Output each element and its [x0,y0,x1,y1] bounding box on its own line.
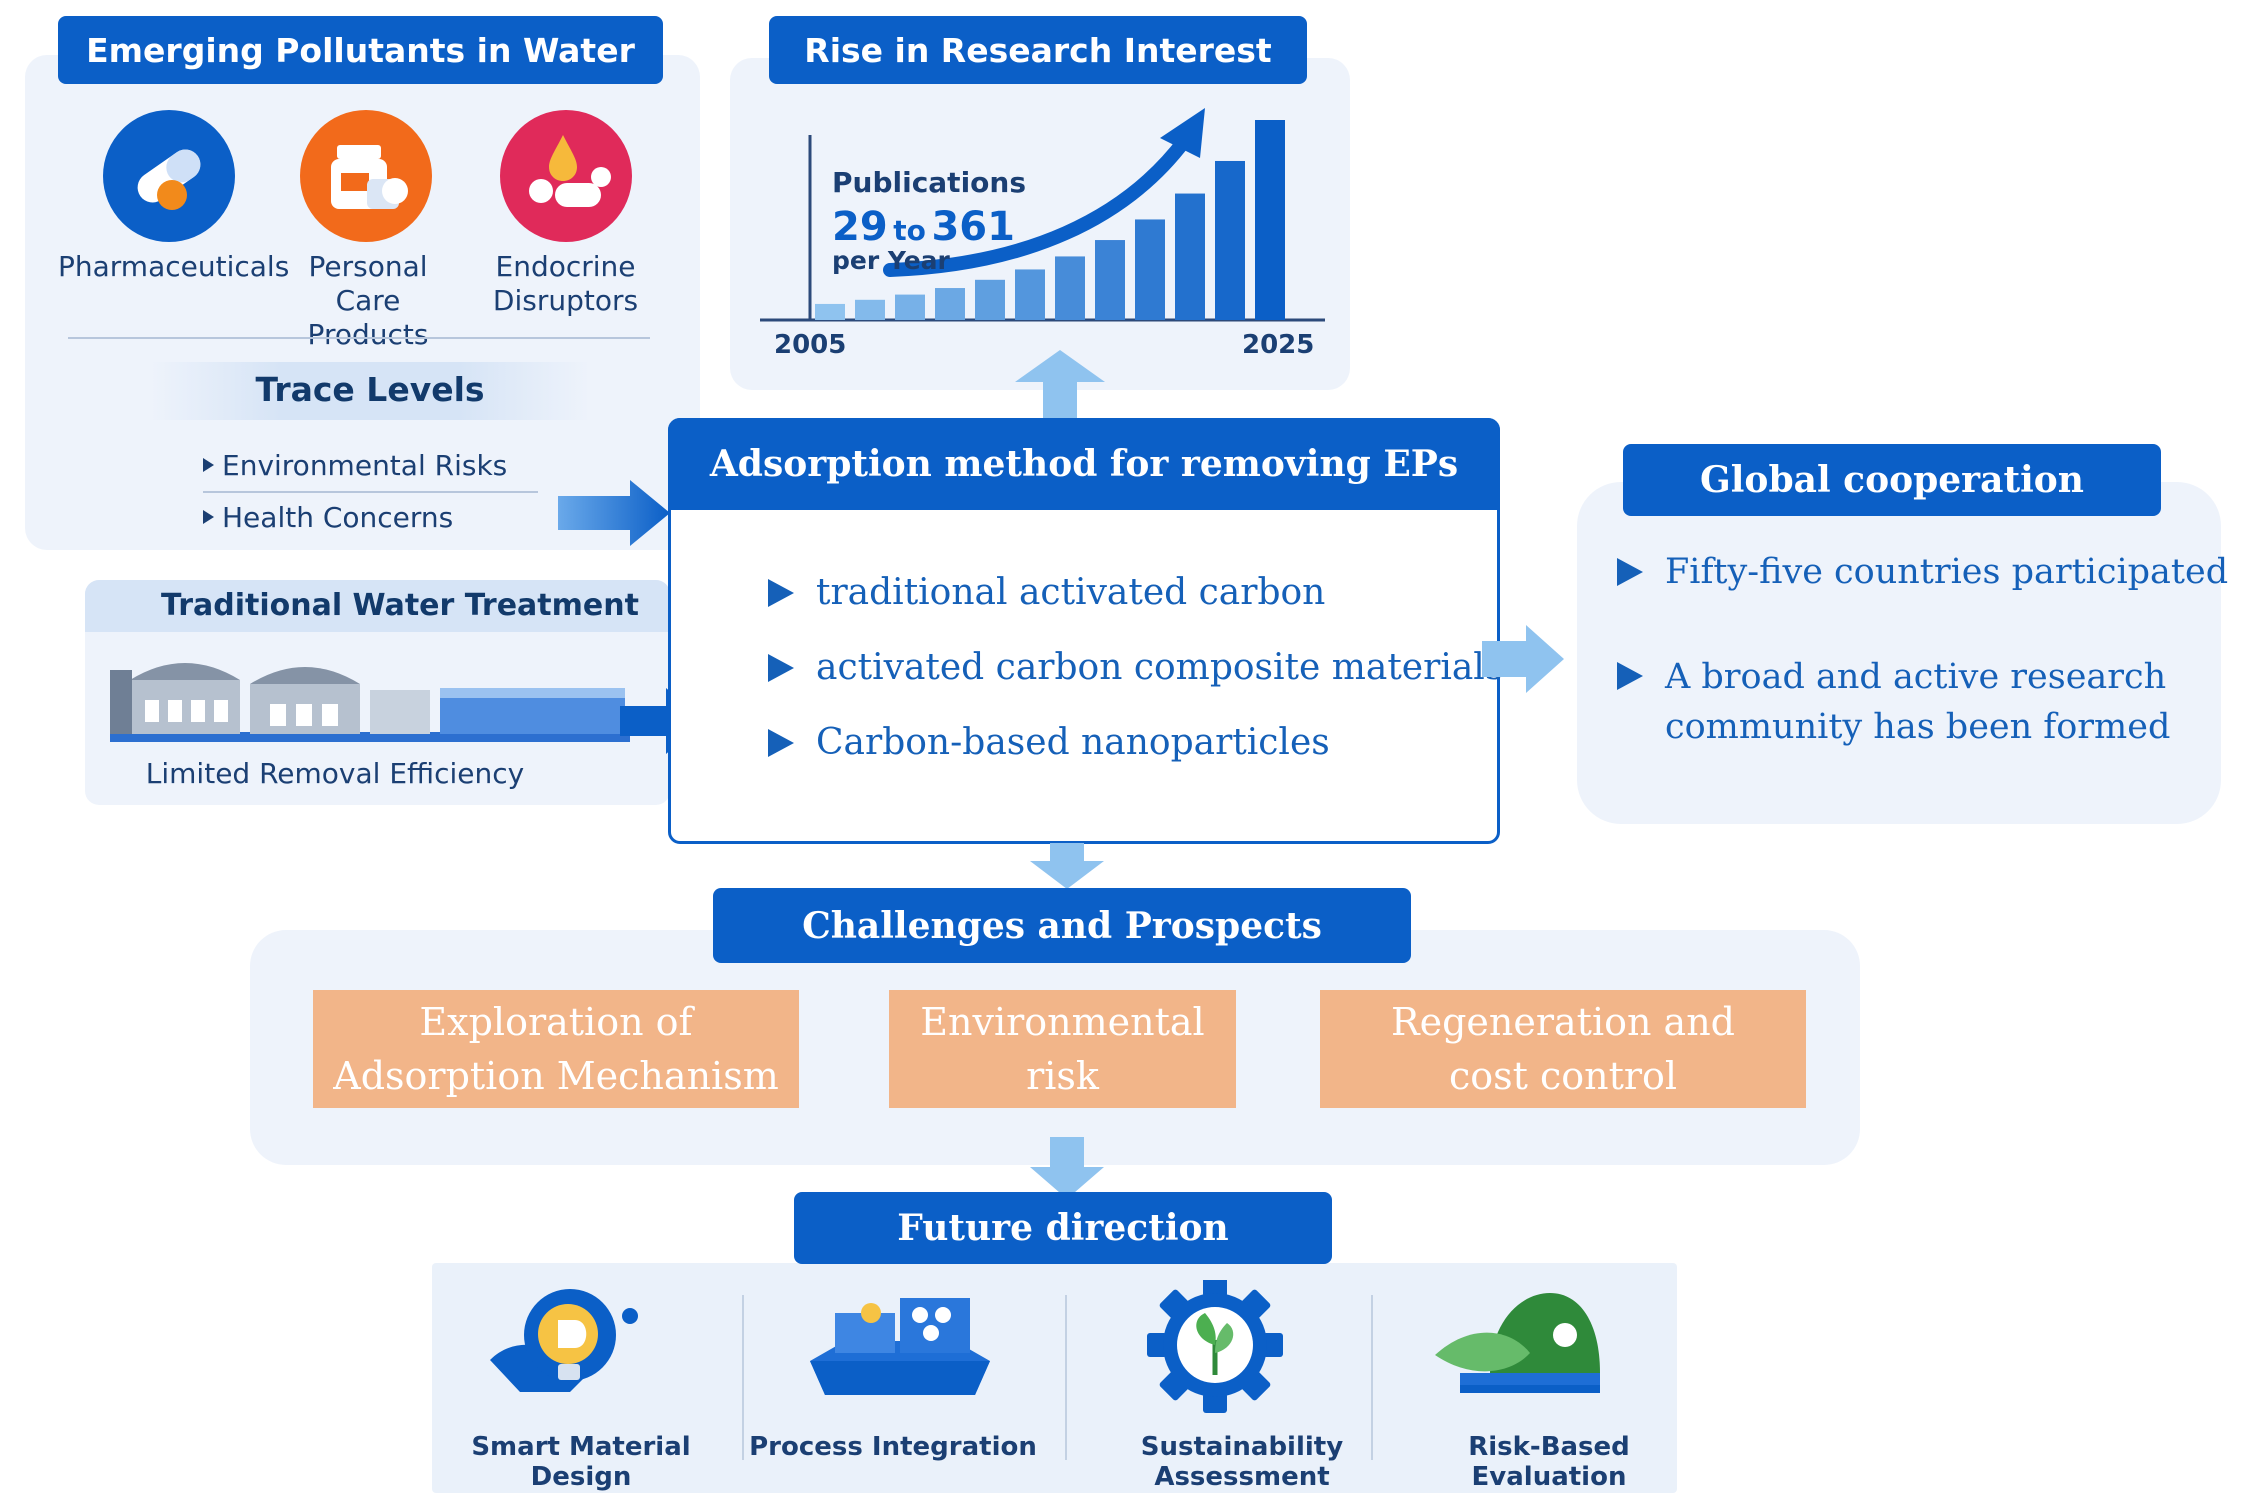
arrow-up-to-research [1015,350,1105,420]
arrow-down-to-future [1030,1137,1104,1199]
publication-bar [1015,269,1045,320]
publication-bar [1175,193,1205,320]
adsorption-item-label: Carbon-based nanoparticles [816,722,1330,763]
bullet-icon [203,510,214,524]
per-year-label: per Year [832,246,950,275]
global-item-1: Fifty-five countries participated [1617,552,2228,592]
gear-leaf-icon [1140,1277,1290,1415]
challenge-card-regeneration: Regeneration and cost control [1320,990,1806,1108]
droplet-pills-icon [497,107,635,245]
adsorption-item-label: activated carbon composite materials [816,647,1504,688]
global-panel [1577,482,2221,824]
publication-bar [855,299,885,320]
challenge-card-environmental: Environmental risk [889,990,1236,1108]
trace-item-label: Environmental Risks [222,448,508,482]
trace-divider [203,491,538,493]
adsorption-item-label: traditional activated carbon [816,572,1326,613]
publication-bar [1095,240,1125,320]
adsorption-item-3: Carbon-based nanoparticles [768,722,1330,763]
publication-bar [1215,160,1245,320]
process-equipment-icon [805,1283,995,1408]
publication-bar [975,279,1005,320]
trend-arrow-line [883,133,1192,277]
bullet-icon [768,578,794,607]
publications-range: 29 to 361 [832,204,1015,250]
bullet-icon [768,653,794,682]
range-to-word: to [893,214,926,247]
future-label-smart-material: Smart Material Design [471,1432,691,1492]
year-end-label: 2025 [1242,330,1315,360]
future-label-risk-based: Risk-Based Evaluation [1468,1432,1630,1492]
treatment-plant-illustration [110,650,630,745]
future-divider-1 [742,1295,744,1460]
research-panel [730,58,1350,390]
publication-bar [935,288,965,320]
pollutant-label-personal-care: Personal Care Products [307,250,429,351]
pollutants-divider [68,337,650,339]
range-from: 29 [832,204,888,250]
trace-item-health: Health Concerns [203,500,453,534]
publication-bar [1135,219,1165,320]
adsorption-item-2: activated carbon composite materials [768,647,1503,688]
publication-bar [1255,120,1285,320]
publications-label: Publications [832,166,1027,199]
pollutants-title: Emerging Pollutants in Water [58,16,663,84]
arrow-down-to-challenges [1030,843,1104,889]
arrow-to-global [1482,625,1564,693]
treatment-title: Traditional Water Treatment [161,588,639,623]
adsorption-title: Adsorption method for removing EPs [668,418,1500,510]
arrow-from-pollutants [558,480,670,546]
global-item-label: A broad and active research community ha… [1665,657,2171,747]
global-item-2: A broad and active research community ha… [1617,652,2185,752]
bullet-icon [1617,558,1643,586]
global-item-label: Fifty-five countries participated [1665,552,2229,592]
pollutant-label-pharmaceuticals: Pharmaceuticals [58,250,290,283]
treatment-caption: Limited Removal Efficiency [145,757,525,790]
future-label-process-integration: Process Integration [749,1432,1037,1462]
range-to: 361 [931,204,1015,250]
bullet-icon [768,728,794,757]
bullet-icon [1617,662,1643,690]
treatment-title-bar [85,580,670,632]
future-label-sustainability: Sustainability Assessment [1140,1432,1344,1492]
trace-item-label: Health Concerns [222,500,454,534]
leaf-shield-icon [1430,1283,1605,1408]
publication-bar [815,303,845,320]
adsorption-item-1: traditional activated carbon [768,572,1325,613]
lightbulb-hand-icon [480,1280,650,1410]
challenge-card-mechanism: Exploration of Adsorption Mechanism [313,990,799,1108]
trace-item-environmental: Environmental Risks [203,448,507,482]
pollutant-label-endocrine: Endocrine Disruptors [492,250,639,317]
challenges-title: Challenges and Prospects [713,888,1411,963]
year-start-label: 2005 [774,330,847,360]
future-divider-2 [1065,1295,1067,1460]
bullet-icon [203,458,214,472]
publications-chart [760,108,1325,322]
future-divider-3 [1371,1295,1373,1460]
trend-arrow-head [1160,108,1205,158]
global-title: Global cooperation [1623,444,2161,516]
publication-bar [895,294,925,320]
trace-levels-title: Trace Levels [255,370,485,409]
research-title: Rise in Research Interest [769,16,1307,84]
pill-icon [100,107,238,245]
cosmetics-icon [297,107,435,245]
future-title: Future direction [794,1192,1332,1264]
publication-bar [1055,256,1085,320]
trace-levels-band [150,362,590,420]
